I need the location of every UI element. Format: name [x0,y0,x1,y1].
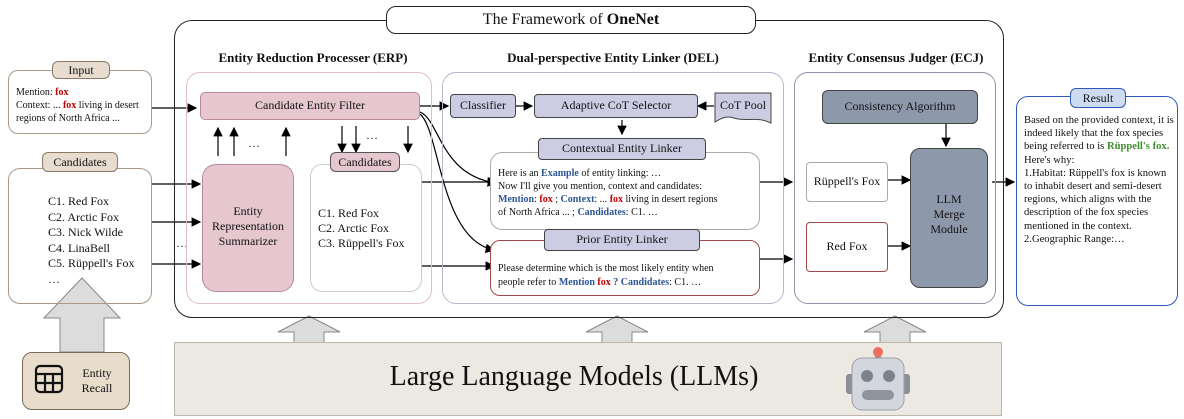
list-item: C2. Arctic Fox [48,209,119,224]
consistency-box [822,90,978,124]
red-fox-box [806,222,888,272]
list-item: C5. Rüppell's Fox [48,256,135,270]
result-header: Result [1070,88,1126,108]
filter-label: Candidate Entity Filter [255,98,365,112]
ecj-container [794,72,996,304]
erp-dots-down: … [366,128,378,142]
erp-candidates-list: C1. Red Fox C2. Arctic Fox C3. Rüppell's… [318,206,422,251]
erp-candidates-box [310,164,422,292]
del-container [442,72,784,304]
list-item: C4. LinaBell [48,240,110,255]
list-item: C2. Arctic Fox [318,221,389,235]
rueppell-box [806,162,888,202]
classifier-box [450,94,516,118]
entity-recall-box [22,352,130,410]
cot-pool-label: CoT Pool [719,98,767,112]
erp-title: Entity Reduction Processer (ERP) [218,50,408,65]
rueppell-label: Rüppell's Fox [813,174,881,188]
prior-linker-header [544,229,700,251]
cot-pool-box [714,92,772,124]
fat-arrow-erp [277,315,341,345]
input-text: Mention: fox Context: ... fox living in … [16,87,139,124]
fat-arrow-ecj [863,315,927,345]
erp-candidates-header: Candidates [330,152,400,172]
framework-title: The Framework of OneNet [386,6,756,34]
llm-banner-text: Large Language Models (LLMs) [389,361,759,392]
erp-container [186,72,432,304]
contextual-linker-header [538,138,706,160]
candidates-header: Candidates [42,152,118,172]
summarizer-box [202,164,294,292]
cot-selector-label: Adaptive CoT Selector [560,98,672,112]
red-fox-label: Red Fox [826,239,868,253]
candidates-list: C1. Red Fox C2. Arctic Fox C3. Nick Wild… [48,194,152,287]
candidate-entity-filter [200,92,420,120]
fat-arrow-recall [42,277,122,353]
contextual-linker-text: Here is an Example of entity linking: … … [498,168,718,218]
framework-title-bold: OneNet [606,11,660,28]
contextual-linker-label: Contextual Entity Linker [562,141,682,155]
prior-linker-text: Please determine which is the most likel… [498,263,714,288]
prior-linker-label: Prior Entity Linker [576,232,668,246]
llm-merge-box [910,148,988,288]
contextual-linker-box [490,152,760,230]
erp-dots-up: … [248,136,260,150]
robot-icon [842,346,914,416]
ecj-title: Entity Consensus Judger (ECJ) [808,50,984,65]
list-item: C1. Red Fox [318,206,380,220]
result-text: Based on the provided context, it is ind… [1024,115,1174,245]
table-icon [34,364,64,394]
list-item: C1. Red Fox [48,194,110,208]
classifier-label: Classifier [460,98,506,112]
consistency-label: Consistency Algorithm [844,99,956,113]
del-title: Dual-perspective Entity Linker (DEL) [507,50,719,65]
input-header: Input [52,61,110,79]
list-item: C3. Rüppell's Fox [318,236,405,250]
list-item: … [48,271,60,286]
cot-selector-box [534,94,698,118]
fat-arrow-del [585,315,649,345]
candidates-side-dots: … [176,236,188,250]
list-item: C3. Nick Wilde [48,225,123,239]
framework-title-prefix: The Framework of [482,11,607,28]
